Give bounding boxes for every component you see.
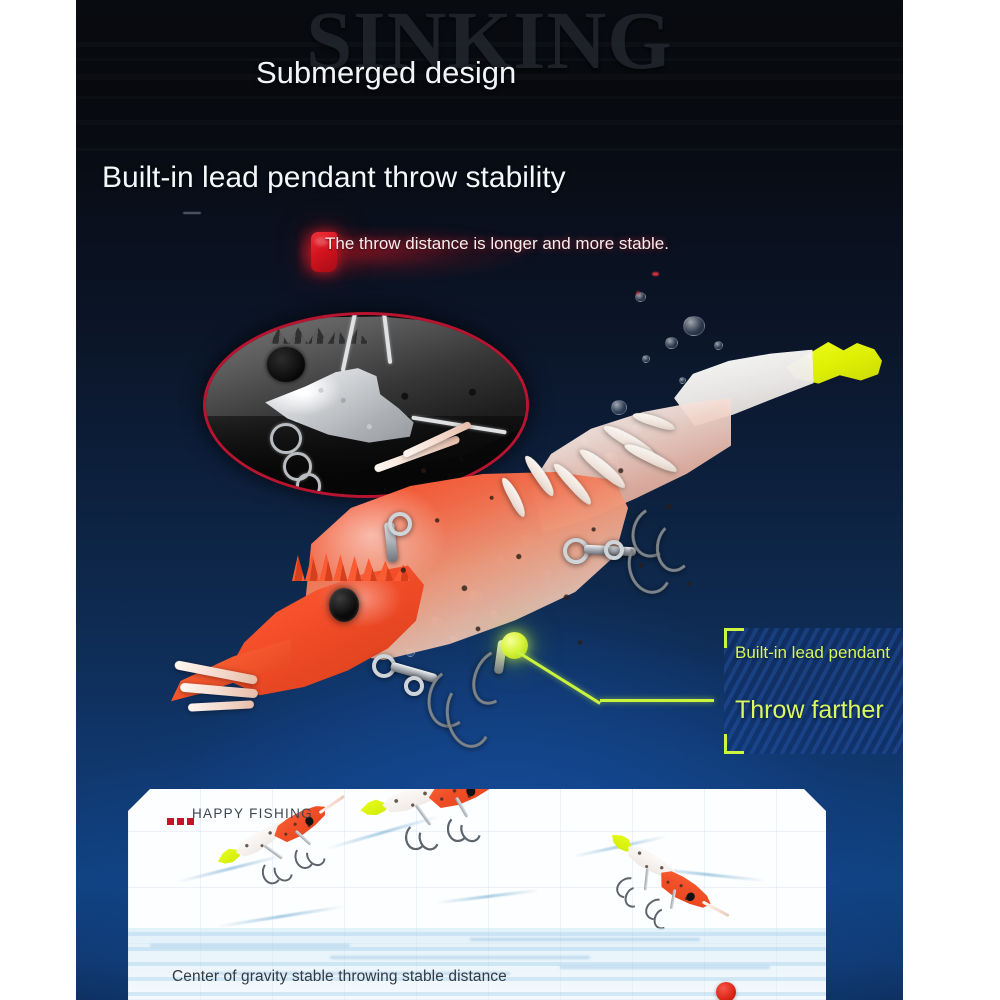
bullet-text: The throw distance is longer and more st… xyxy=(325,234,669,253)
brand-name: HAPPY FISHING xyxy=(192,806,313,821)
hook-split-ring xyxy=(388,512,412,536)
bullet-marker-icon xyxy=(311,232,337,272)
water-surface-band xyxy=(128,928,826,1000)
water-wave xyxy=(330,956,590,959)
xray-split-ring xyxy=(295,473,322,495)
water-wave xyxy=(470,938,700,941)
spark-particle xyxy=(636,291,640,295)
lure-antenna xyxy=(187,700,255,712)
watermark-text: SINKING xyxy=(306,0,673,86)
water-wave xyxy=(210,972,510,975)
water-wave xyxy=(560,966,770,969)
trajectory-caption: Center of gravity stable throwing stable… xyxy=(172,968,507,985)
leader-line-horizontal xyxy=(600,699,714,702)
callout-box: Built-in lead pendant Throw farther xyxy=(724,628,903,754)
bracket-corner-icon xyxy=(724,734,744,754)
page-subtitle: Built-in lead pendant throw stability xyxy=(102,161,566,194)
xray-eye xyxy=(266,347,306,382)
callout-line-2: Throw farther xyxy=(735,696,884,724)
bubble xyxy=(683,316,705,336)
brand-mark-icon xyxy=(187,818,194,825)
bubble xyxy=(635,292,646,302)
lure-eye xyxy=(329,588,359,622)
callout-line-1: Built-in lead pendant xyxy=(735,643,891,662)
spark-particle xyxy=(652,272,659,276)
trajectory-end-dot xyxy=(716,982,736,1000)
bubble xyxy=(679,377,686,384)
bubble xyxy=(611,400,627,415)
brand-mark-icon xyxy=(177,818,184,825)
decorative-dash xyxy=(183,212,201,214)
xray-split-ring xyxy=(270,423,302,454)
bubble xyxy=(665,337,678,349)
lure-antenna xyxy=(401,420,473,459)
lure-antenna xyxy=(373,434,461,474)
bubble xyxy=(714,341,723,350)
page-title: Submerged design xyxy=(256,55,517,90)
hook-eye xyxy=(604,540,624,560)
bubble xyxy=(642,355,650,363)
brand-mark-icon xyxy=(167,818,174,825)
bracket-corner-icon xyxy=(724,628,744,648)
hook-eye xyxy=(404,676,424,696)
water-wave xyxy=(150,944,350,947)
bullet-glow xyxy=(300,228,690,282)
